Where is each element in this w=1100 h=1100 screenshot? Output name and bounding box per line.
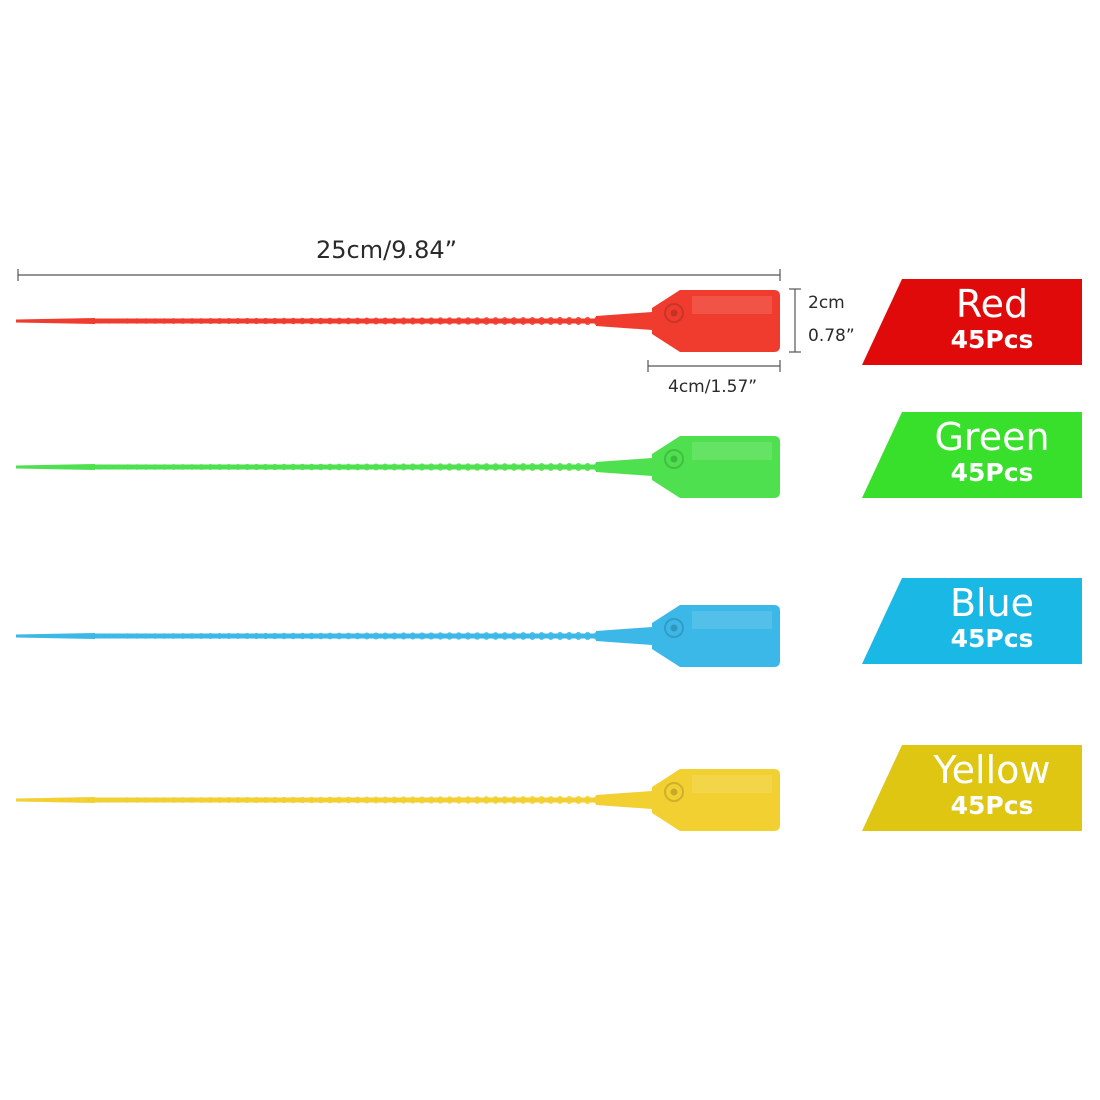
color-banner-green: Green 45Pcs xyxy=(862,412,1082,498)
piece-count: 45Pcs xyxy=(950,624,1034,653)
seal-tie-yellow xyxy=(16,769,780,831)
piece-count: 45Pcs xyxy=(950,458,1034,487)
color-banner-blue: Blue 45Pcs xyxy=(862,578,1082,664)
height-in-label: 0.78” xyxy=(808,326,855,346)
color-banner-red: Red 45Pcs xyxy=(862,279,1082,365)
seal-tie-green xyxy=(16,436,780,498)
length-dimension-line xyxy=(17,269,781,281)
width-label: 4cm/1.57” xyxy=(668,377,758,397)
height-dimension-line xyxy=(789,288,801,353)
color-name: Yellow xyxy=(933,748,1051,792)
width-dimension-line xyxy=(647,360,781,372)
color-banner-yellow: Yellow 45Pcs xyxy=(862,745,1082,831)
height-cm-label: 2cm xyxy=(808,293,845,313)
seal-tie-blue xyxy=(16,605,780,667)
color-name: Blue xyxy=(949,581,1035,625)
length-label: 25cm/9.84” xyxy=(316,236,458,264)
piece-count: 45Pcs xyxy=(950,791,1034,820)
piece-count: 45Pcs xyxy=(950,325,1034,354)
color-name: Green xyxy=(934,415,1050,459)
color-name: Red xyxy=(955,282,1029,326)
seal-tie-red xyxy=(16,290,780,352)
